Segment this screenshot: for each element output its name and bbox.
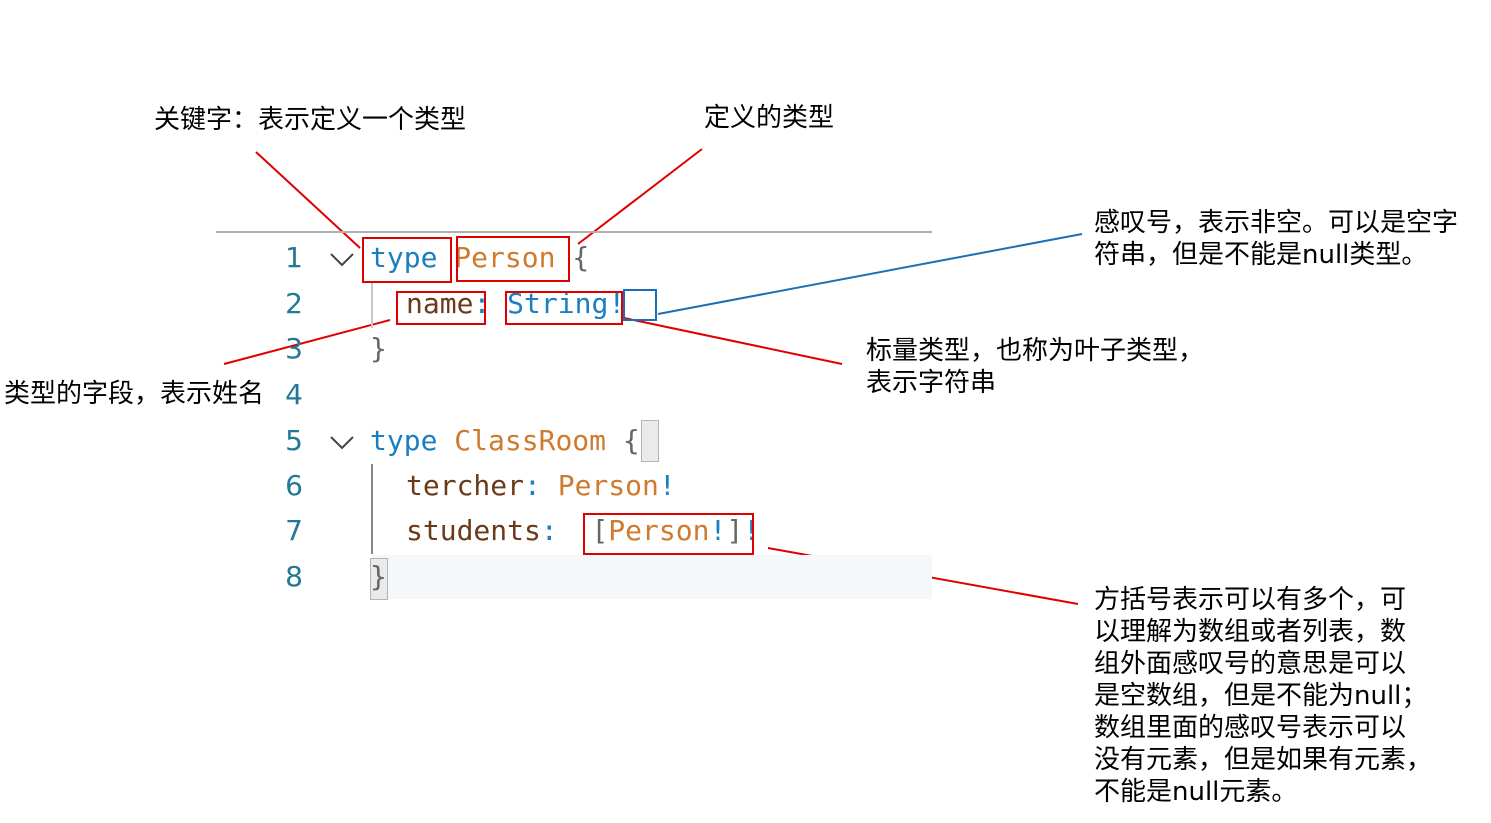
defined-type-pointer-line [577,148,703,245]
list-note-line: 以理解为数组或者列表，数 [1094,617,1407,647]
editor-top-border [216,231,932,233]
list-type-highlight-box [583,513,754,555]
keyword-pointer-line [255,151,361,249]
non-null-pointer-line [657,233,1083,315]
scalar-note: 标量类型，也称为叶子类型， 表示字符串 [866,335,1204,399]
list-note-line: 数组里面的感叹号表示可以 [1094,713,1407,743]
keyword-note-line: 关键字：表示定义一个类型 [154,105,467,135]
field-highlight-box [396,291,486,325]
line-number: 1 [285,241,303,274]
brace-token: { [622,424,640,457]
line-number: 3 [285,332,303,365]
fold-chevron-icon[interactable] [329,250,355,270]
non-null-token: ! [608,287,626,320]
type-name-token: Person [454,241,556,274]
list-note-line: 不能是null元素。 [1094,777,1298,807]
defined-type-note: 定义的类型 [704,102,834,134]
defined-type-note-line: 定义的类型 [704,103,835,133]
type-name-highlight-box [456,236,570,282]
list-note-line: 没有元素，但是如果有元素， [1094,745,1433,775]
line-number: 8 [285,560,303,593]
keyword-highlight-box [362,237,452,283]
field-note-line: 类型的字段，表示姓名 [4,379,265,409]
bracket-token: [ [591,514,609,547]
non-null-note: 感叹号，表示非空。可以是空字 符串，但是不能是null类型。 [1094,207,1458,271]
non-null-note-line: 符串，但是不能是null类型。 [1094,240,1428,270]
code-line-7: students: [Person!]! [406,511,760,551]
field-note: 类型的字段，表示姓名 [4,378,264,410]
code-line-3: } [370,329,387,369]
field-token: students [406,514,541,547]
line-number: 4 [285,378,303,411]
keyword-note: 关键字：表示定义一个类型 [154,104,466,136]
indent-guide [371,464,373,554]
list-note-line: 组外面感叹号的意思是可以 [1094,649,1407,679]
colon-token: : [524,469,541,502]
code-line-1: type Person { [370,238,589,278]
fold-chevron-icon[interactable] [329,433,355,453]
brace-token: } [370,332,387,365]
code-line-6: tercher: Person! [406,466,676,506]
scalar-pointer-line [623,317,843,365]
scalar-type-highlight-box [505,291,623,325]
line-number: 7 [285,514,303,547]
non-null-highlight-box [623,289,657,321]
keyword-token: type [370,241,438,274]
non-null-note-line: 感叹号，表示非空。可以是空字 [1094,208,1459,238]
field-pointer-line [223,319,391,365]
scalar-note-line: 表示字符串 [866,368,997,398]
list-note: 方括号表示可以有多个，可 以理解为数组或者列表，数 组外面感叹号的意思是可以 是… [1094,584,1432,808]
keyword-token: type [370,424,438,457]
bracket-match-highlight [641,420,659,462]
bracket-token: ] [726,514,744,547]
type-name-token: ClassRoom [454,424,607,457]
field-token: tercher [406,469,525,502]
list-note-line: 方括号表示可以有多个，可 [1094,585,1407,615]
colon-token: : [473,287,491,320]
brace-token: { [572,241,590,274]
line-number: 5 [285,424,303,457]
line-number: 2 [285,287,303,320]
non-null-token: ! [658,469,676,502]
brace-token: } [370,560,387,593]
scalar-note-line: 标量类型，也称为叶子类型， [866,336,1205,366]
code-line-8: } [370,557,387,597]
list-note-line: 是空数组，但是不能为null； [1094,681,1428,711]
bracket-match-highlight [370,558,388,600]
type-name-token: Person [557,469,659,502]
code-line-5: type ClassRoom { [370,421,640,461]
colon-token: : [540,514,558,547]
non-null-token: ! [709,514,727,547]
type-name-token: Person [608,514,710,547]
indent-guide [371,282,373,328]
line-number: 6 [285,469,303,502]
current-line-highlight [372,555,932,599]
non-null-token: ! [743,514,761,547]
